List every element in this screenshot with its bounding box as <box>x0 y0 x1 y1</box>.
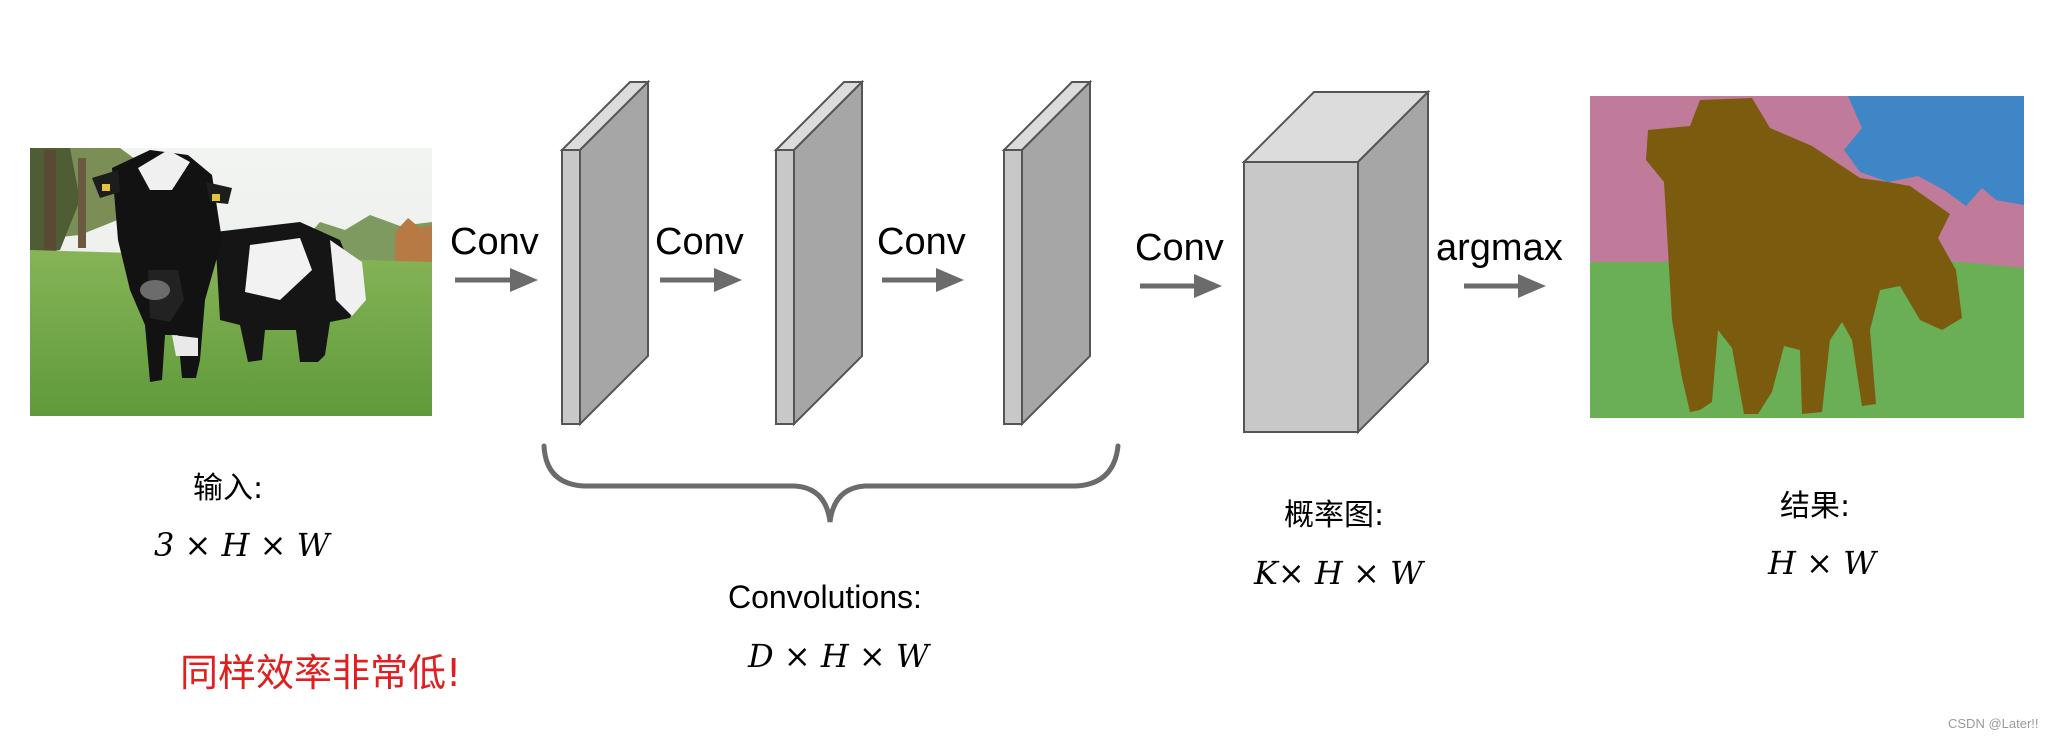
segmentation-result-image <box>1590 96 2024 418</box>
result-label: 结果: <box>1780 489 1850 524</box>
arrow-1-head <box>510 268 538 292</box>
conv-label-1: Conv <box>450 221 539 263</box>
conv-label-2: Conv <box>655 221 744 263</box>
conv-step-2: Conv <box>655 221 744 292</box>
conv-label-3: Conv <box>877 221 966 263</box>
input-dims: 3 × H × W <box>154 526 333 564</box>
conv-label-4: Conv <box>1135 227 1224 269</box>
convolutions-dims: D × H × W <box>747 637 932 675</box>
input-label: 输入: <box>193 471 263 506</box>
convolutions-label: Convolutions: <box>728 579 922 615</box>
probability-map-dims: K× H × W <box>1253 554 1426 592</box>
efficiency-note: 同样效率非常低! <box>180 651 461 695</box>
conv-layer-3 <box>1001 79 1093 427</box>
arrow-4-head <box>1194 274 1222 298</box>
argmax-label: argmax <box>1436 227 1563 269</box>
probability-map-label: 概率图: <box>1284 498 1384 533</box>
watermark: CSDN @Later!! <box>1948 716 2039 731</box>
arrow-argmax-head <box>1518 274 1546 298</box>
conv-step-1: Conv <box>450 221 539 292</box>
conv-layer-1 <box>559 79 651 427</box>
input-image <box>30 148 432 416</box>
conv-step-4: Conv <box>1135 227 1224 298</box>
arrow-2-head <box>714 268 742 292</box>
arrow-3-head <box>936 268 964 292</box>
result-dims: H × W <box>1767 544 1879 582</box>
convolutions-brace <box>541 443 1121 523</box>
conv-layer-2 <box>773 79 865 427</box>
conv-step-3: Conv <box>877 221 966 292</box>
argmax-step: argmax <box>1436 227 1563 298</box>
probability-map-block <box>1241 89 1431 435</box>
